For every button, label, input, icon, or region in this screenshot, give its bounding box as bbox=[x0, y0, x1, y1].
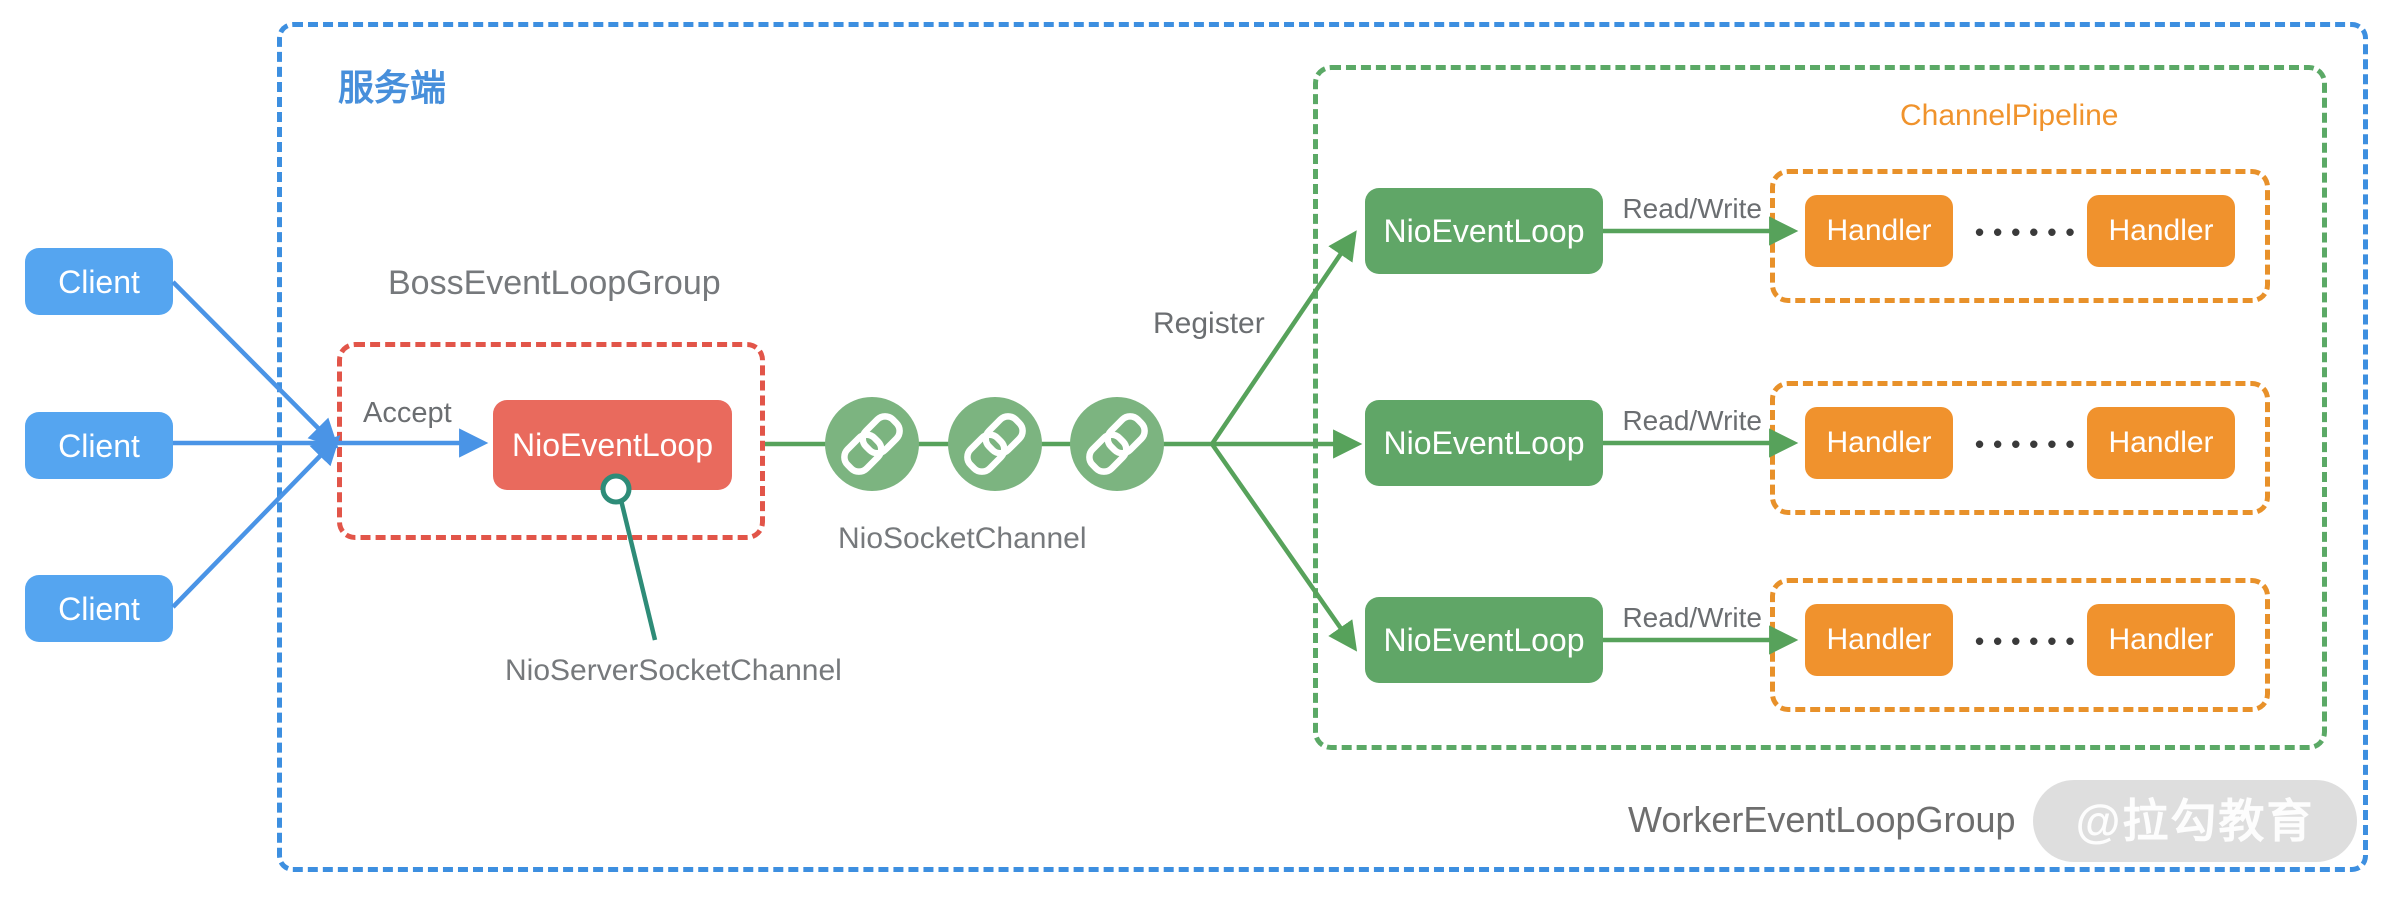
readwrite-label-3: Read/Write bbox=[1622, 602, 1762, 633]
accept-label: Accept bbox=[363, 397, 452, 429]
handler-label: Handler bbox=[2108, 623, 2214, 656]
register-label: Register bbox=[1153, 307, 1265, 340]
handler-label: Handler bbox=[2108, 426, 2214, 459]
server-group-frame bbox=[277, 22, 2368, 872]
boss-nioeventloop-box: NioEventLoop bbox=[493, 400, 732, 490]
worker-nioeventloop-label: NioEventLoop bbox=[1383, 213, 1585, 249]
handler-ellipsis-3: •••••• bbox=[1975, 626, 2084, 656]
server-group-label: 服务端 bbox=[338, 67, 447, 108]
boss-nioeventloop-label: NioEventLoop bbox=[511, 427, 714, 463]
watermark-badge: @拉勾教育 bbox=[2033, 780, 2357, 862]
client-box-3: Client bbox=[25, 575, 173, 642]
niosocketchannel-label: NioSocketChannel bbox=[838, 522, 1087, 555]
handler-box-1-left: Handler bbox=[1805, 195, 1953, 267]
worker-nioeventloop-label: NioEventLoop bbox=[1383, 425, 1585, 461]
handler-box-3-left: Handler bbox=[1805, 604, 1953, 676]
handler-label: Handler bbox=[1826, 623, 1932, 656]
handler-ellipsis-2: •••••• bbox=[1975, 429, 2084, 459]
handler-label: Handler bbox=[2108, 214, 2214, 247]
worker-nioeventloop-box-2: NioEventLoop bbox=[1365, 400, 1603, 486]
handler-box-2-left: Handler bbox=[1805, 407, 1953, 479]
handler-label: Handler bbox=[1826, 214, 1932, 247]
client-box-1: Client bbox=[25, 248, 173, 315]
handler-box-3-right: Handler bbox=[2087, 604, 2235, 676]
client-box-2: Client bbox=[25, 412, 173, 479]
boss-group-title: BossEventLoopGroup bbox=[388, 264, 721, 302]
handler-label: Handler bbox=[1826, 426, 1932, 459]
watermark-text: @拉勾教育 bbox=[2075, 795, 2315, 847]
nioserversocketchannel-label: NioServerSocketChannel bbox=[505, 654, 842, 687]
worker-nioeventloop-box-3: NioEventLoop bbox=[1365, 597, 1603, 683]
worker-group-title: WorkerEventLoopGroup bbox=[1628, 799, 2016, 840]
handler-box-1-right: Handler bbox=[2087, 195, 2235, 267]
readwrite-label-2: Read/Write bbox=[1622, 405, 1762, 436]
handler-box-2-right: Handler bbox=[2087, 407, 2235, 479]
worker-nioeventloop-label: NioEventLoop bbox=[1383, 622, 1585, 658]
handler-ellipsis-1: •••••• bbox=[1975, 217, 2084, 247]
worker-nioeventloop-box-1: NioEventLoop bbox=[1365, 188, 1603, 274]
client-label: Client bbox=[58, 263, 140, 300]
client-label: Client bbox=[58, 427, 140, 464]
client-label: Client bbox=[58, 590, 140, 627]
channelpipeline-title: ChannelPipeline bbox=[1900, 99, 2119, 132]
readwrite-label-1: Read/Write bbox=[1622, 193, 1762, 224]
